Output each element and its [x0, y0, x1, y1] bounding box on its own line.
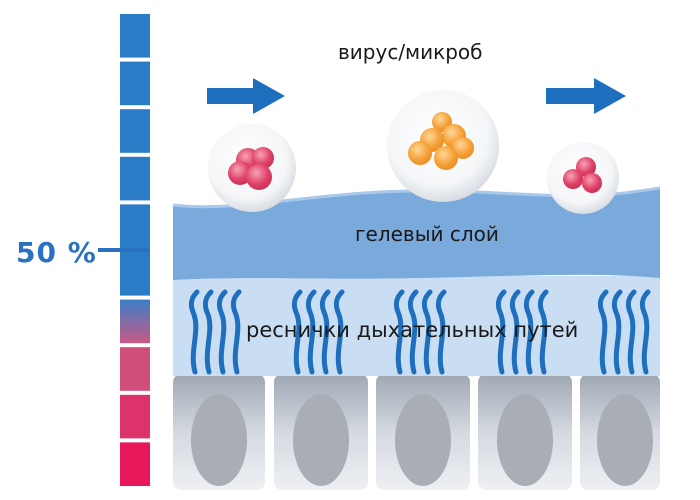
cilium — [188, 289, 200, 375]
microbe-red-large — [208, 124, 296, 212]
cilium — [537, 289, 549, 375]
cilium — [597, 289, 609, 375]
cilium — [523, 289, 535, 375]
scale-segment — [120, 204, 150, 248]
gel-layer — [173, 188, 660, 280]
cilium — [509, 289, 521, 375]
cell-nucleus — [293, 394, 349, 486]
cilium — [625, 289, 637, 375]
cell-nucleus — [597, 394, 653, 486]
scale-segment — [120, 61, 150, 106]
scale-segment — [120, 442, 150, 486]
cilium — [421, 289, 433, 375]
scale-segment — [120, 347, 150, 391]
cilium — [319, 289, 331, 375]
cell-nucleus — [395, 394, 451, 486]
microbe-red-small — [547, 142, 619, 214]
scale-marker-line — [98, 248, 150, 252]
cell-nucleus — [497, 394, 553, 486]
cilium — [216, 289, 228, 375]
microbe-orange — [387, 90, 499, 202]
scale-segment — [120, 156, 150, 201]
cilium — [291, 289, 303, 375]
cilium — [495, 289, 507, 375]
percentage-label: 50 % — [16, 236, 97, 269]
cilium — [305, 289, 317, 375]
cilium — [435, 289, 447, 375]
cilium — [230, 289, 242, 375]
scale-segment — [120, 252, 150, 296]
cell-nucleus — [191, 394, 247, 486]
scale-segment — [120, 109, 150, 153]
cilium — [333, 289, 345, 375]
cilium — [639, 289, 651, 375]
scale-segment — [120, 14, 150, 58]
movement-arrow-icon — [207, 78, 285, 114]
percentage-scale-bar — [120, 14, 150, 486]
scale-segment — [120, 299, 150, 344]
cilia-label: реснички дыхательных путей — [246, 318, 579, 342]
cilium — [393, 289, 405, 375]
cilium — [611, 289, 623, 375]
epithelial-cells — [173, 374, 660, 490]
cilia — [188, 289, 651, 375]
cilium — [202, 289, 214, 375]
scale-segment — [120, 394, 150, 439]
movement-arrow-icon — [546, 78, 626, 114]
cilium — [407, 289, 419, 375]
gel-layer-label: гелевый слой — [355, 222, 499, 246]
virus-label: вирус/микроб — [338, 40, 483, 64]
